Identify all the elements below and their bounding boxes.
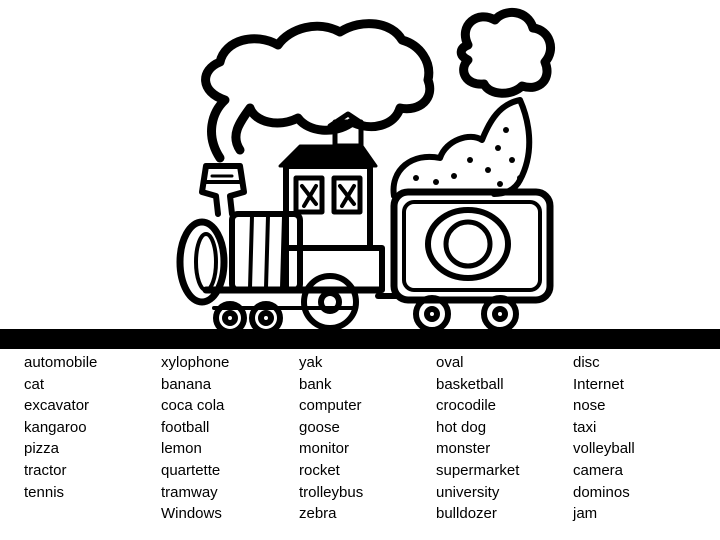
- cloud-shape: [456, 8, 556, 98]
- word-item: pizza: [24, 440, 60, 458]
- word-item: cat: [24, 375, 45, 393]
- locomotive-wheels: [212, 273, 359, 330]
- smoke-cloud: [201, 19, 435, 163]
- word-item: bulldozer: [436, 505, 497, 523]
- word-column-2: xylophone banana coca cola football lemon qua…: [161, 352, 229, 525]
- chimney: [199, 163, 247, 217]
- word-item: tramway: [161, 483, 218, 501]
- wagon-wheels: [413, 295, 519, 330]
- word-item: Windows: [161, 505, 222, 523]
- word-item: lemon: [161, 440, 202, 458]
- word-item: jam: [573, 505, 598, 523]
- wagon-load: [390, 97, 533, 199]
- word-item: coca cola: [161, 397, 225, 415]
- word-item: disc: [573, 354, 600, 371]
- word-item: computer: [299, 397, 362, 415]
- word-item: banana: [161, 375, 212, 393]
- word-item: trolleybus: [299, 483, 364, 501]
- word-item: camera: [573, 461, 624, 479]
- word-item: monitor: [299, 440, 350, 458]
- word-item: monster: [436, 440, 491, 458]
- word-item: crocodile: [436, 397, 497, 415]
- word-item: goose: [299, 418, 340, 436]
- word-column-4: oval basketball crocodile hot dog monster sup…: [436, 352, 519, 525]
- word-item: bank: [299, 375, 332, 393]
- train-illustration: [176, 8, 556, 330]
- word-column-1: automobile cat excavator kangaroo pizza tract…: [24, 352, 97, 503]
- word-item: volleyball: [573, 440, 635, 458]
- word-item: basketball: [436, 375, 504, 393]
- word-item: kangaroo: [24, 418, 87, 436]
- word-item: tennis: [24, 483, 65, 501]
- word-item: nose: [573, 397, 606, 415]
- word-item: tractor: [24, 461, 67, 479]
- wagon: [390, 188, 554, 304]
- word-item: taxi: [573, 418, 597, 436]
- cabin-chimney: [332, 119, 364, 149]
- word-item: excavator: [24, 397, 90, 415]
- word-item: rocket: [299, 461, 340, 479]
- wagon-letter: [425, 207, 511, 281]
- word-item: yak: [299, 354, 323, 371]
- word-item: oval: [436, 354, 464, 371]
- word-item: quartette: [161, 461, 221, 479]
- word-item: dominos: [573, 483, 630, 501]
- word-item: zebra: [299, 505, 337, 523]
- word-item: automobile: [24, 354, 98, 371]
- locomotive-front: [176, 218, 228, 306]
- word-item: hot dog: [436, 418, 487, 436]
- word-item: supermarket: [436, 461, 520, 479]
- word-item: football: [161, 418, 210, 436]
- word-item: Internet: [573, 375, 624, 393]
- word-column-3: yak bank computer goose monitor rocket trolley…: [299, 352, 363, 525]
- cabin-window-left: [293, 175, 325, 215]
- word-item: university: [436, 483, 500, 501]
- word-item: xylophone: [161, 354, 230, 371]
- rail-bar: [0, 329, 720, 349]
- cabin-window-right: [331, 175, 363, 215]
